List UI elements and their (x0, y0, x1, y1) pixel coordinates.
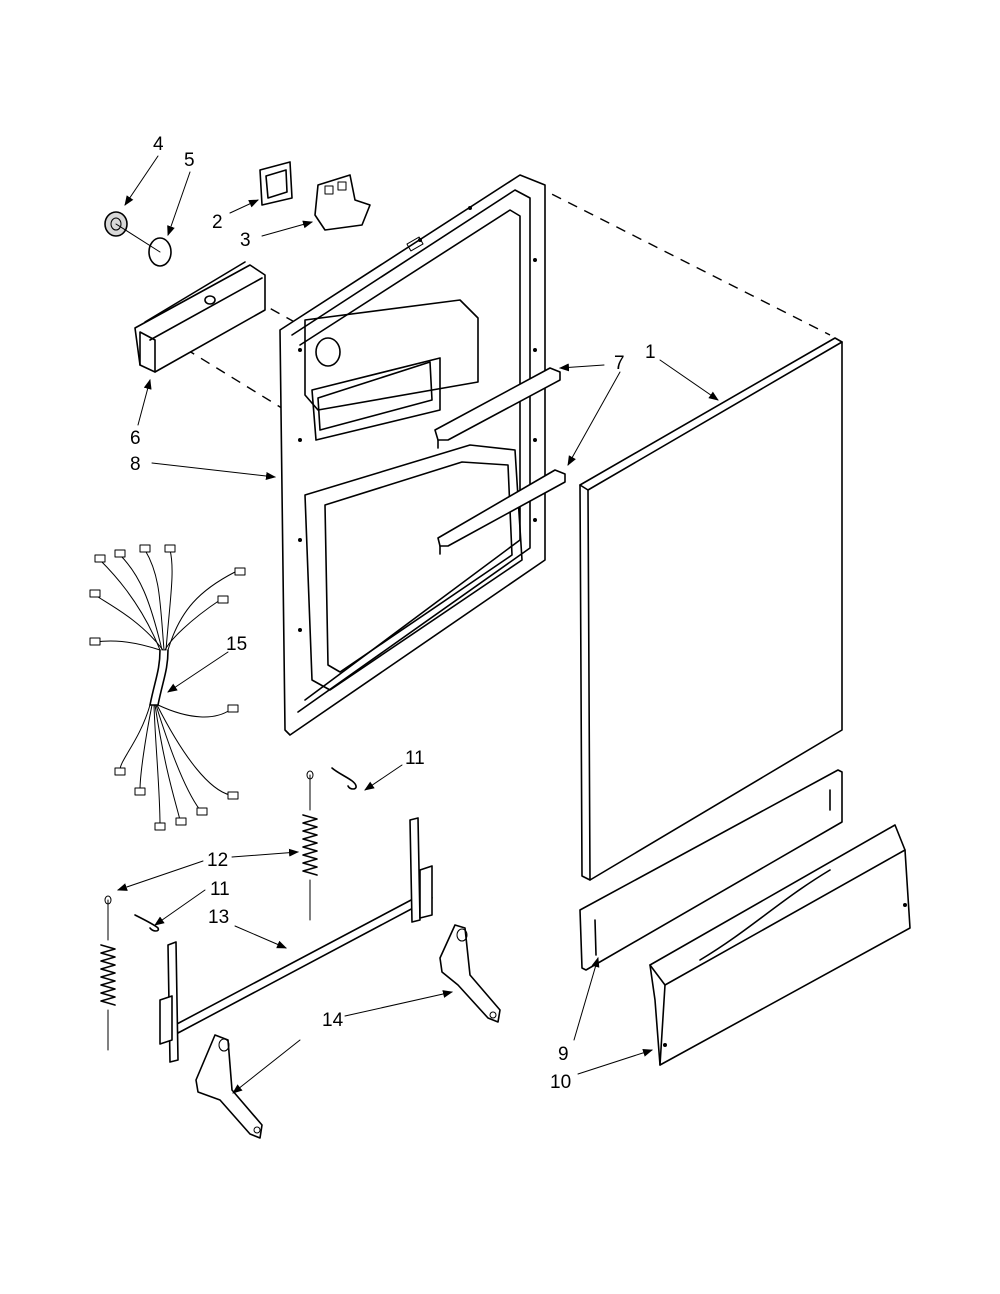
callout-14: 14 (322, 1010, 344, 1031)
door-hinges (195, 924, 501, 1139)
leader-lines (117, 155, 719, 1094)
callout-4: 4 (153, 134, 164, 155)
inner-door-panel (279, 174, 546, 736)
door-handles (434, 367, 566, 555)
callout-labels: 1 2 3 4 5 6 7 8 9 10 11 11 12 13 14 15 (130, 134, 656, 1093)
callout-10: 10 (550, 1072, 571, 1093)
callout-9: 9 (558, 1044, 569, 1065)
spring-hooks (134, 767, 357, 932)
callout-15: 15 (226, 634, 247, 655)
callout-13: 13 (208, 907, 229, 928)
callout-5: 5 (184, 150, 195, 171)
callout-2: 2 (212, 212, 223, 233)
callout-11-upper: 11 (405, 748, 425, 769)
harness-connectors (89, 544, 246, 831)
callout-6: 6 (130, 428, 141, 449)
kick-plate (649, 824, 911, 1066)
callout-7: 7 (614, 353, 625, 374)
callout-3: 3 (240, 230, 251, 251)
frame-screws (298, 206, 537, 632)
callout-12: 12 (207, 850, 228, 871)
latch-parts (259, 161, 371, 231)
outer-door-panel (579, 337, 843, 881)
control-housing (134, 261, 266, 373)
callout-8: 8 (130, 454, 141, 475)
callout-1: 1 (645, 342, 656, 363)
wire-harness (89, 544, 246, 831)
callout-11-lower: 11 (210, 879, 230, 900)
door-springs (100, 770, 318, 1051)
knob-and-gasket (104, 211, 172, 267)
hinge-rod-assembly (159, 817, 433, 1063)
toe-panel (579, 769, 843, 971)
